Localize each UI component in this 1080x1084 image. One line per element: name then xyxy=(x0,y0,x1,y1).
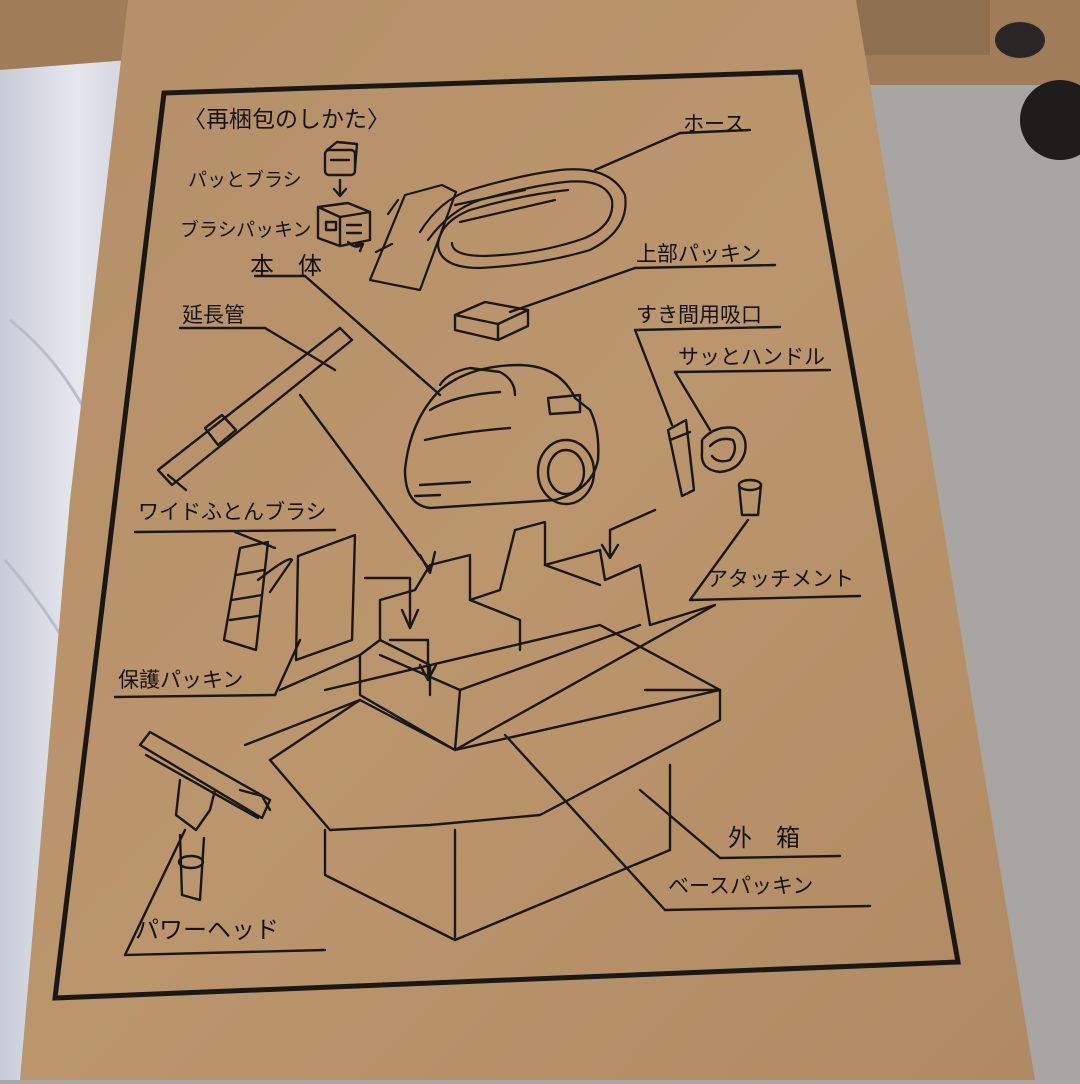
label-hose: ホース xyxy=(683,112,745,136)
vacuum-body-drawing xyxy=(403,363,600,510)
label-quick-handle: サッとハンドル xyxy=(678,345,825,369)
label-extension-pipe: 延長管 xyxy=(182,303,245,327)
instructions-title: 〈再梱包のしかた〉 xyxy=(183,107,390,133)
label-attachment: アタッチメント xyxy=(707,567,854,591)
arrow-pipe-into-box xyxy=(298,393,437,575)
cardboard-face xyxy=(20,0,1035,1080)
leader-top-packing xyxy=(508,266,637,314)
arrow-into-box-2 xyxy=(600,508,657,560)
arrow-right xyxy=(346,240,365,253)
label-brush-packing: ブラシパッキン xyxy=(180,219,312,241)
crevice-nozzle-drawing xyxy=(666,418,696,498)
brush-packing-drawing xyxy=(316,201,372,248)
label-top-packing: 上部パッキン xyxy=(636,242,762,266)
label-power-head: パワーヘッド xyxy=(135,916,279,944)
hose-drawing xyxy=(368,168,627,292)
print-border xyxy=(52,69,961,1001)
leader-power-head xyxy=(123,828,187,957)
label-pad-brush: パッとブラシ xyxy=(188,169,302,191)
futon-brush-drawing xyxy=(222,540,294,652)
dark-object xyxy=(1020,80,1080,160)
protective-packing-drawing xyxy=(294,533,357,662)
base-packing-drawing xyxy=(358,520,717,752)
quick-handle-drawing xyxy=(700,426,747,474)
extension-pipe-drawing xyxy=(156,326,354,492)
leader-crevice xyxy=(633,328,674,427)
leader-extension-pipe xyxy=(263,326,337,372)
leader-outer-box xyxy=(638,788,722,860)
leader-hose xyxy=(593,131,682,172)
dark-object-2 xyxy=(995,22,1045,58)
label-outer-box: 外 箱 xyxy=(728,824,800,852)
top-packing-drawing xyxy=(453,300,530,342)
attachment-drawing xyxy=(737,478,763,517)
arrow-down xyxy=(332,178,348,198)
label-crevice-nozzle: すき間用吸口 xyxy=(636,303,762,327)
label-main-body: 本 体 xyxy=(250,252,322,280)
leader-futon-brush xyxy=(233,530,277,550)
leader-main-body xyxy=(303,274,442,397)
label-protective-packing: 保護パッキン xyxy=(118,668,244,692)
arrow-into-box-1 xyxy=(363,576,420,630)
label-futon-brush: ワイドふとんブラシ xyxy=(138,500,327,524)
outer-box-drawing xyxy=(243,623,722,942)
background-box-right xyxy=(850,0,990,55)
power-head-drawing xyxy=(138,730,272,902)
pad-brush-drawing xyxy=(323,140,359,177)
label-base-packing: ベースパッキン xyxy=(668,874,814,898)
leader-base-packing xyxy=(503,733,667,912)
leader-attachment xyxy=(688,518,750,602)
leader-handle xyxy=(673,370,712,432)
leader-protective xyxy=(273,638,302,697)
